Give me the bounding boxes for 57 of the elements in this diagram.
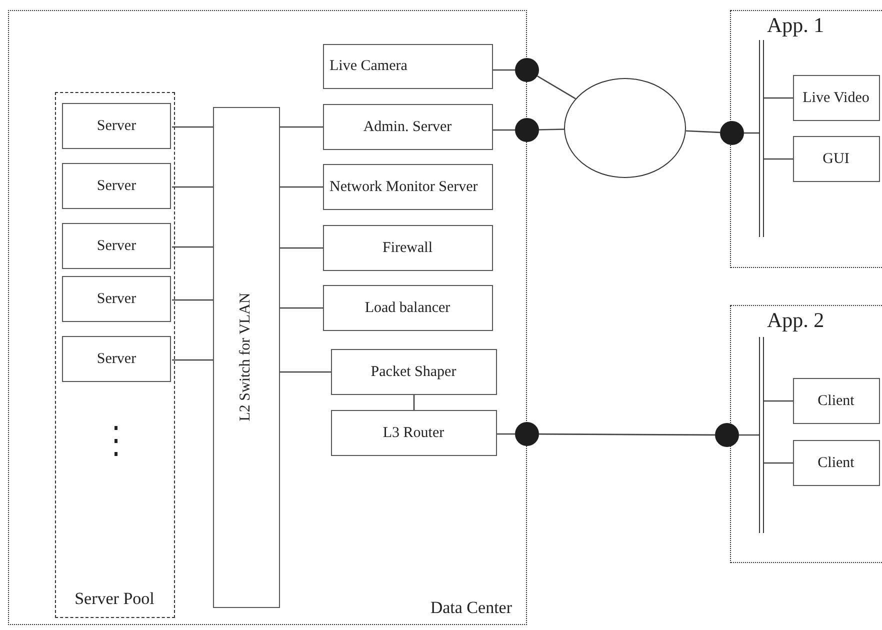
connector-line	[172, 126, 213, 128]
connector-line	[280, 186, 323, 188]
device-box: Server	[62, 223, 171, 269]
connector-line	[280, 126, 323, 128]
group-frame	[54, 92, 174, 618]
connector-line	[172, 246, 213, 248]
connector-line	[413, 395, 415, 410]
device-box: Live Camera	[322, 44, 492, 88]
device-box: Client	[792, 440, 880, 486]
device-box: Load balancer	[322, 284, 492, 330]
connector-line	[537, 76, 576, 100]
group-label: App. 1	[767, 13, 824, 38]
device-box: GUI	[792, 136, 880, 182]
connector-line	[744, 132, 759, 134]
device-box: Packet Shaper	[330, 348, 496, 394]
connector-line	[280, 371, 331, 373]
device-box: Network Monitor Server	[322, 164, 492, 210]
device-box: L3 Router	[330, 410, 496, 456]
connector-line	[172, 359, 213, 361]
connector-line	[280, 307, 323, 309]
group-frame	[8, 10, 527, 625]
device-box: Server	[62, 103, 171, 149]
connector-line	[764, 400, 793, 402]
group-frame	[730, 10, 882, 268]
connection-dot	[715, 423, 739, 447]
group-frame	[730, 305, 882, 563]
switch-box	[212, 106, 280, 608]
connection-dot	[515, 58, 539, 82]
bus-bar	[758, 336, 764, 532]
vertical-label: L2 Switch for VLAN	[238, 292, 254, 422]
connector-line	[493, 129, 515, 131]
connector-line	[493, 69, 515, 71]
group-label: App. 2	[767, 308, 824, 333]
connector-line	[538, 128, 564, 130]
bus-bar	[758, 40, 764, 236]
device-box: Admin. Server	[322, 104, 492, 150]
connection-dot	[720, 121, 744, 145]
connector-line	[686, 130, 720, 134]
device-box: Server	[62, 163, 171, 209]
group-label: Data Center	[430, 598, 512, 618]
connector-line	[539, 433, 715, 436]
device-box: Live Video	[792, 74, 880, 120]
connector-line	[764, 462, 793, 464]
group-label: Server Pool	[74, 588, 156, 608]
device-box: Server	[62, 276, 171, 322]
connector-line	[172, 186, 213, 188]
connector-line	[764, 158, 793, 160]
device-box: Server	[62, 336, 171, 382]
connector-line	[739, 434, 759, 436]
connector-line	[497, 433, 515, 435]
connection-dot	[515, 422, 539, 446]
connector-line	[764, 97, 793, 99]
connection-dot	[515, 118, 539, 142]
device-box: Firewall	[322, 224, 492, 270]
connector-line	[280, 247, 323, 249]
connector-line	[172, 299, 213, 301]
device-box: Client	[792, 378, 880, 424]
